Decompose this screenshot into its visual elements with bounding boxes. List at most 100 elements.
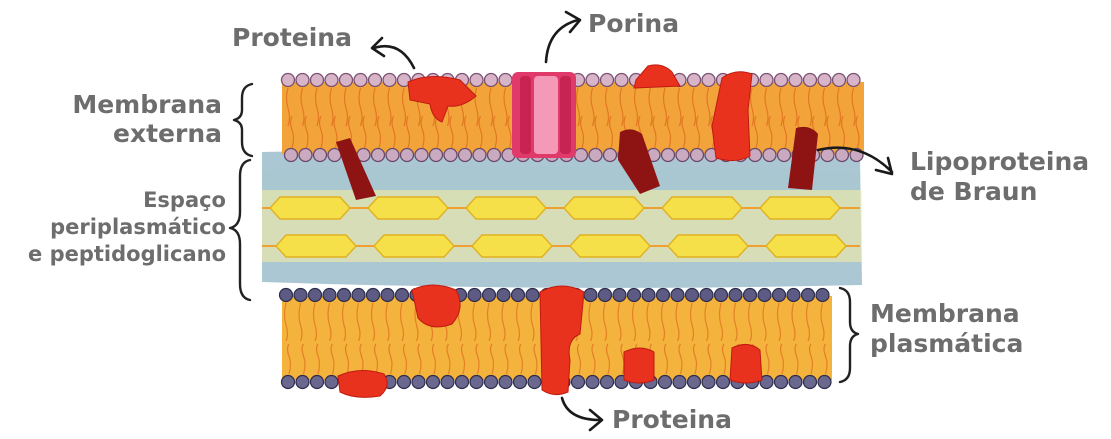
lipid-head (441, 376, 454, 389)
lipid-head (299, 149, 312, 162)
lipid-head (311, 74, 324, 87)
lipid-head (773, 289, 786, 302)
peptidoglycan-layer (262, 190, 862, 262)
lipid-head (459, 149, 472, 162)
lipid-head (804, 376, 817, 389)
lipid-head (584, 289, 597, 302)
lipid-head (386, 149, 399, 162)
lipid-head (760, 74, 773, 87)
lipid-head (296, 376, 309, 389)
lipid-head (282, 376, 295, 389)
label-periplasm-2: periplasmático (50, 215, 226, 239)
lipid-head (427, 376, 440, 389)
lipid-head (775, 74, 788, 87)
glycan-segment (662, 197, 742, 219)
lipid-head (702, 74, 715, 87)
lipid-head (717, 376, 730, 389)
lipid-head (514, 376, 527, 389)
lipid-head (398, 376, 411, 389)
lipid-head (396, 289, 409, 302)
lipid-head (818, 376, 831, 389)
glycan-segment (564, 197, 644, 219)
glycan-segment (766, 235, 846, 257)
lipid-head (323, 289, 336, 302)
lipid-head (615, 74, 628, 87)
lipid-head (485, 74, 498, 87)
lipid-head (818, 74, 831, 87)
inner-protein-small-2 (730, 344, 762, 383)
lipid-head (787, 289, 800, 302)
lipid-head (604, 149, 617, 162)
label-lipoprotein-2: de Braun (910, 177, 1037, 206)
lipid-head (340, 74, 353, 87)
lipid-head (673, 376, 686, 389)
lipid-head (662, 149, 675, 162)
lipid-head (613, 289, 626, 302)
lipid-head (642, 289, 655, 302)
glycan-segment (276, 235, 356, 257)
lipid-head (659, 376, 672, 389)
lipid-head (369, 74, 382, 87)
lipid-head (847, 74, 860, 87)
lipid-head (352, 289, 365, 302)
glycan-segment (472, 235, 552, 257)
lipid-head (485, 376, 498, 389)
lipid-head (401, 149, 414, 162)
lipid-head (280, 289, 293, 302)
lipid-head (314, 149, 327, 162)
lipid-head (789, 376, 802, 389)
lipid-head (499, 74, 512, 87)
lipid-head (294, 289, 307, 302)
lipid-head (325, 376, 338, 389)
lipid-head (430, 149, 443, 162)
label-periplasm-3: e peptidoglicano (28, 242, 226, 266)
lipid-head (526, 289, 539, 302)
lipid-head (778, 149, 791, 162)
label-outer-membrane-2: externa (113, 119, 222, 148)
label-porin: Porina (588, 9, 679, 38)
lipid-head (499, 376, 512, 389)
lipid-head (700, 289, 713, 302)
label-protein-top: Proteina (232, 23, 352, 52)
lipid-head (688, 376, 701, 389)
lipid-head (372, 149, 385, 162)
inner-protein-small-1 (624, 348, 654, 383)
label-periplasm-1: Espaço (143, 188, 226, 212)
glycan-segment (570, 235, 650, 257)
label-plasma-membrane-2: plasmática (870, 329, 1023, 358)
inner-protein-bottom-left (338, 370, 387, 397)
lipid-head (676, 149, 689, 162)
periplasm-brace (230, 160, 250, 300)
lipid-head (367, 289, 380, 302)
lipid-head (456, 376, 469, 389)
lipid-head (802, 289, 815, 302)
lipid-head (758, 289, 771, 302)
lipid-head (575, 149, 588, 162)
lipid-head (309, 289, 322, 302)
glycan-segment (368, 197, 448, 219)
plasma-membrane-brace (840, 288, 858, 382)
lipid-head (383, 74, 396, 87)
protein-top-arrow (374, 46, 414, 68)
outer-membrane-brace (234, 84, 252, 156)
lipid-head (586, 74, 599, 87)
lipid-head (702, 376, 715, 389)
lipid-head (715, 289, 728, 302)
lipid-head (686, 289, 699, 302)
glycan-segment (466, 197, 546, 219)
lipid-head (488, 149, 501, 162)
lipid-head (744, 289, 757, 302)
lipid-head (729, 289, 742, 302)
lipid-head (282, 74, 295, 87)
lipid-head (483, 289, 496, 302)
lipid-head (296, 74, 309, 87)
porin (512, 72, 576, 158)
label-lipoprotein-1: Lipoproteina (910, 147, 1089, 176)
lipid-head (599, 289, 612, 302)
lipid-head (586, 376, 599, 389)
lipid-head (691, 149, 704, 162)
lipid-head (412, 376, 425, 389)
lipid-head (601, 376, 614, 389)
lipid-head (512, 289, 525, 302)
